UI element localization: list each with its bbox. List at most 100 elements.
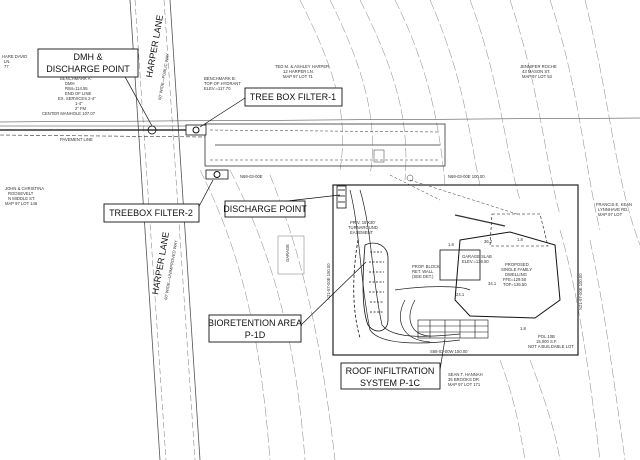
owner-francis-line-1: FRANCIS E. KEAN <box>596 202 632 207</box>
treebox-filter-2-callout: TREEBOX FILTER-2 <box>103 203 200 223</box>
owner-osborne-line-1: JOHN & CHRISTINA <box>5 186 44 191</box>
bearing-east: N68-03-00E 100.00 <box>448 174 485 179</box>
owner-francis-line-2: LYNNHAVE RD. <box>598 207 628 212</box>
benchmark-a-line-1: BENCHMARK A: <box>60 76 92 81</box>
discharge-point-label: DISCHARGE POINT <box>223 204 307 214</box>
garage-slab-line-2: ELEV.=126.50 <box>462 259 489 264</box>
roof-system-label: SYSTEM P-1C <box>360 378 421 388</box>
owner-harper-line-2: 12 HARPER LN. <box>283 69 314 74</box>
owner-hannah-line-3: MAP 97 LOT 171 <box>448 382 481 387</box>
discharge-point-callout: DISCHARGE POINT <box>223 200 307 218</box>
benchmark-a-line-3: RIM=114.55 <box>65 86 88 91</box>
distance-right: N21-57-00E 100.00 <box>578 273 583 310</box>
proposed-house-line-2: SINGLE FAMILY <box>501 267 532 272</box>
proposed-house-line-4: FFE=129.50 <box>503 277 527 282</box>
benchmark-b-line-1: BENCHMARK B: <box>204 76 236 81</box>
proposed-house-line-5: TOF=126.50 <box>503 282 527 287</box>
benchmark-a-line-6: 1-4" <box>75 101 83 106</box>
garage-outline <box>277 235 305 275</box>
bioretention-label: BIORETENTION AREA <box>208 318 302 328</box>
owner-francis-line-3: MAP 97 LOT <box>598 212 623 217</box>
bioretention-area <box>336 185 389 339</box>
site-features <box>373 149 521 227</box>
owner-roche-line-2: 43 MASON ST. <box>522 69 550 74</box>
block-wall-line-3: (SEE DET.) <box>412 274 434 279</box>
proposed-house-line-3: DWELLING <box>505 272 527 277</box>
lot-boundary <box>332 184 579 356</box>
lot-area-line-2: 15,000 S.F. <box>536 339 557 344</box>
turnaround-line-2: TURNAROUND <box>348 225 378 230</box>
elev-mark: 1.8 <box>517 237 523 242</box>
owner-hannah-line-2: 35 BROOKS DR. <box>448 377 480 382</box>
garage-slab-line-1: GARAGE SLAB <box>462 254 492 259</box>
tree-box-filter-1-callout: TREE BOX FILTER-1 <box>244 87 343 107</box>
elev-mark: 1.8 <box>520 326 526 331</box>
benchmark-a-line-5: EX. SERVICES 2-4" <box>58 96 96 101</box>
owner-top-left-line-1: HARE DAVID <box>2 54 27 59</box>
roof-infiltration-callout: ROOF INFILTRATION SYSTEM P-1C <box>340 362 441 390</box>
row-note-top: 60' WIDE—PUBLIC WAY <box>157 53 170 100</box>
distance-left: N21-57-00E 150.00 <box>326 263 331 300</box>
owner-osborne-line-4: MAP 97 LOT 146 <box>5 201 38 206</box>
benchmark-a-line-4: END OF LINE <box>65 91 91 96</box>
owner-francis: FRANCIS E. KEAN LYNNHAVE RD. MAP 97 LOT <box>596 202 632 217</box>
benchmark-a-line-8: CENTER MANHOLE 107.07 <box>42 111 96 116</box>
turnaround-line-3: EASEMENT <box>350 230 373 235</box>
lot-area-line-1: POL 10B <box>538 334 555 339</box>
roof-infiltration-chambers <box>417 319 489 339</box>
owner-top-left: HARE DAVID LN. 77 <box>2 54 27 69</box>
dmh-discharge-label: DISCHARGE POINT <box>46 64 130 74</box>
elev-mark: 1.8 <box>448 242 454 247</box>
owner-roche-line-3: MAP 97 LOT 53 <box>522 74 553 79</box>
tree-box-filter-1-label: TREE BOX FILTER-1 <box>250 92 336 102</box>
lot-area-note: POL 10B 15,000 S.F. NOT A BUILDABLE LOT <box>528 334 574 349</box>
elev-mark: 36.2 <box>484 239 493 244</box>
owner-top-left-line-3: 77 <box>4 64 9 69</box>
bioretention-callout: BIORETENTION AREA P-1D <box>208 314 302 343</box>
owner-hannah-line-1: SEAN T. HANNAH <box>448 372 483 377</box>
sewer-main-line <box>0 117 640 138</box>
contour-lines <box>199 0 640 460</box>
owner-roche: JENNIFER ROCHE 43 MASON ST. MAP 97 LOT 5… <box>520 64 557 79</box>
benchmark-b-line-3: ELEV.=117.70 <box>204 86 231 91</box>
proposed-dwelling <box>439 213 561 319</box>
owner-top-left-line-2: LN. <box>4 59 11 64</box>
pavement-note: PAVEMENT LINE <box>60 137 93 142</box>
garage-slab-note: GARAGE SLAB ELEV.=126.50 <box>462 254 492 264</box>
owner-roche-line-1: JENNIFER ROCHE <box>520 64 557 69</box>
benchmark-a-line-2: DMH <box>65 81 75 86</box>
tree-box-filter-1-symbol <box>185 124 207 136</box>
benchmark-b-line-2: TOP OF HYDRANT <box>204 81 241 86</box>
benchmark-a-note: BENCHMARK A: DMH RIM=114.55 END OF LINE … <box>42 76 96 116</box>
bearing-top: N68-03-00E <box>240 174 263 179</box>
treebox-filter-2-label: TREEBOX FILTER-2 <box>109 208 193 218</box>
treebox-filter-2-symbol <box>205 169 229 180</box>
turnaround-line-1: PRIV. 15'X30' <box>350 220 376 225</box>
proposed-house-note: PROPOSED SINGLE FAMILY DWELLING FFE=129.… <box>501 262 532 287</box>
owner-harper-line-3: MAP 97 LOT 71 <box>283 74 314 79</box>
lot-area-line-3: NOT A BUILDABLE LOT <box>528 344 574 349</box>
block-wall-note: PROP. BLOCK RET. WALL (SEE DET.) <box>412 264 440 279</box>
bearing-south: S68-03-00W 150.00 <box>430 349 468 354</box>
owner-osborne-line-3: N MIDDLE ST. <box>8 196 35 201</box>
owner-harper-line-1: TED M. & ASHLEY HARPER <box>275 64 329 69</box>
benchmark-b-note: BENCHMARK B: TOP OF HYDRANT ELEV.=117.70 <box>204 76 241 91</box>
elev-mark: 34.1 <box>488 281 497 286</box>
owner-osborne-line-2: ROOSEVELT <box>8 191 34 196</box>
owner-osborne: JOHN & CHRISTINA ROOSEVELT N MIDDLE ST. … <box>5 186 44 206</box>
pipe-trench-strip <box>204 123 446 167</box>
elev-mark: 24.1 <box>456 292 465 297</box>
proposed-house-line-1: PROPOSED <box>505 262 529 267</box>
roof-infiltration-label: ROOF INFILTRATION <box>346 366 435 376</box>
block-wall-line-2: RET. WALL <box>412 269 434 274</box>
owner-hannah: SEAN T. HANNAH 35 BROOKS DR. MAP 97 LOT … <box>448 372 483 387</box>
garage-label: GARAGE <box>285 244 290 262</box>
turnaround-note: PRIV. 15'X30' TURNAROUND EASEMENT <box>348 220 378 235</box>
driveway-curves <box>349 189 471 344</box>
benchmark-a-line-7: 2" FM <box>75 106 87 111</box>
block-wall-line-1: PROP. BLOCK <box>412 264 440 269</box>
dmh-discharge-callout: DMH & DISCHARGE POINT <box>37 48 139 78</box>
owner-harper: TED M. & ASHLEY HARPER 12 HARPER LN. MAP… <box>275 64 329 79</box>
dmh-label: DMH & <box>74 52 103 62</box>
